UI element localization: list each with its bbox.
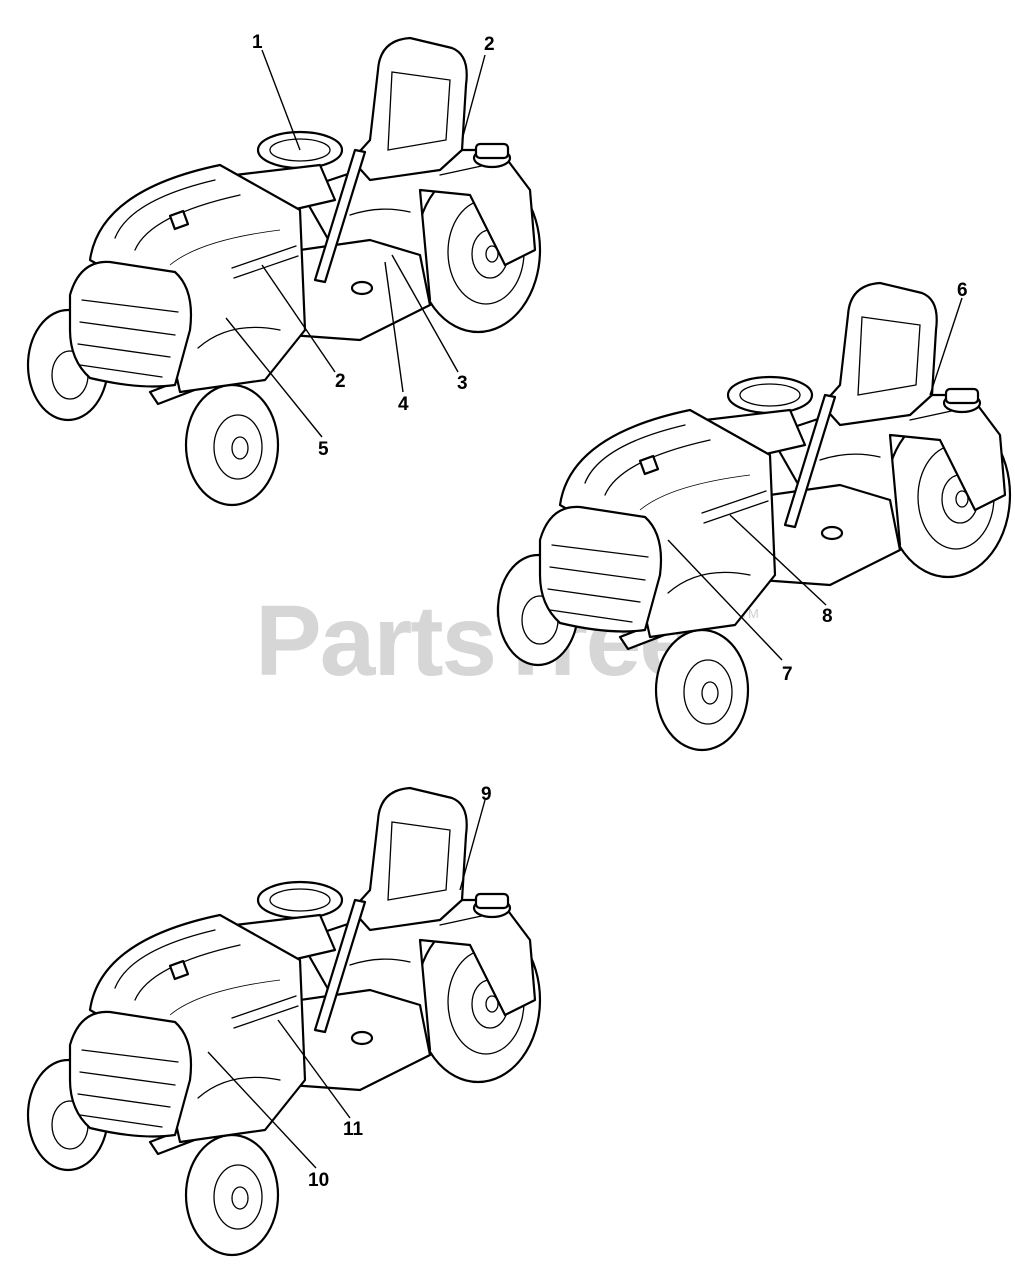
callout-labels: 1 2 2 3 4 5 6 7 8 9 10 11 bbox=[252, 32, 968, 1191]
callout-11: 11 bbox=[343, 1119, 364, 1140]
callout-10: 10 bbox=[308, 1170, 329, 1191]
callout-1: 1 bbox=[252, 32, 263, 53]
callout-3: 3 bbox=[457, 373, 468, 394]
callout-4: 4 bbox=[398, 394, 409, 415]
callout-2-seat: 2 bbox=[484, 34, 495, 55]
leader-lines bbox=[207, 49, 963, 1169]
tractor-illustration-bottom bbox=[26, 786, 542, 1257]
callout-8: 8 bbox=[822, 606, 833, 627]
callout-5: 5 bbox=[318, 439, 329, 460]
callout-9: 9 bbox=[481, 784, 492, 805]
callout-6: 6 bbox=[957, 280, 968, 301]
callout-7: 7 bbox=[782, 664, 793, 685]
callout-2-hood: 2 bbox=[335, 371, 346, 392]
